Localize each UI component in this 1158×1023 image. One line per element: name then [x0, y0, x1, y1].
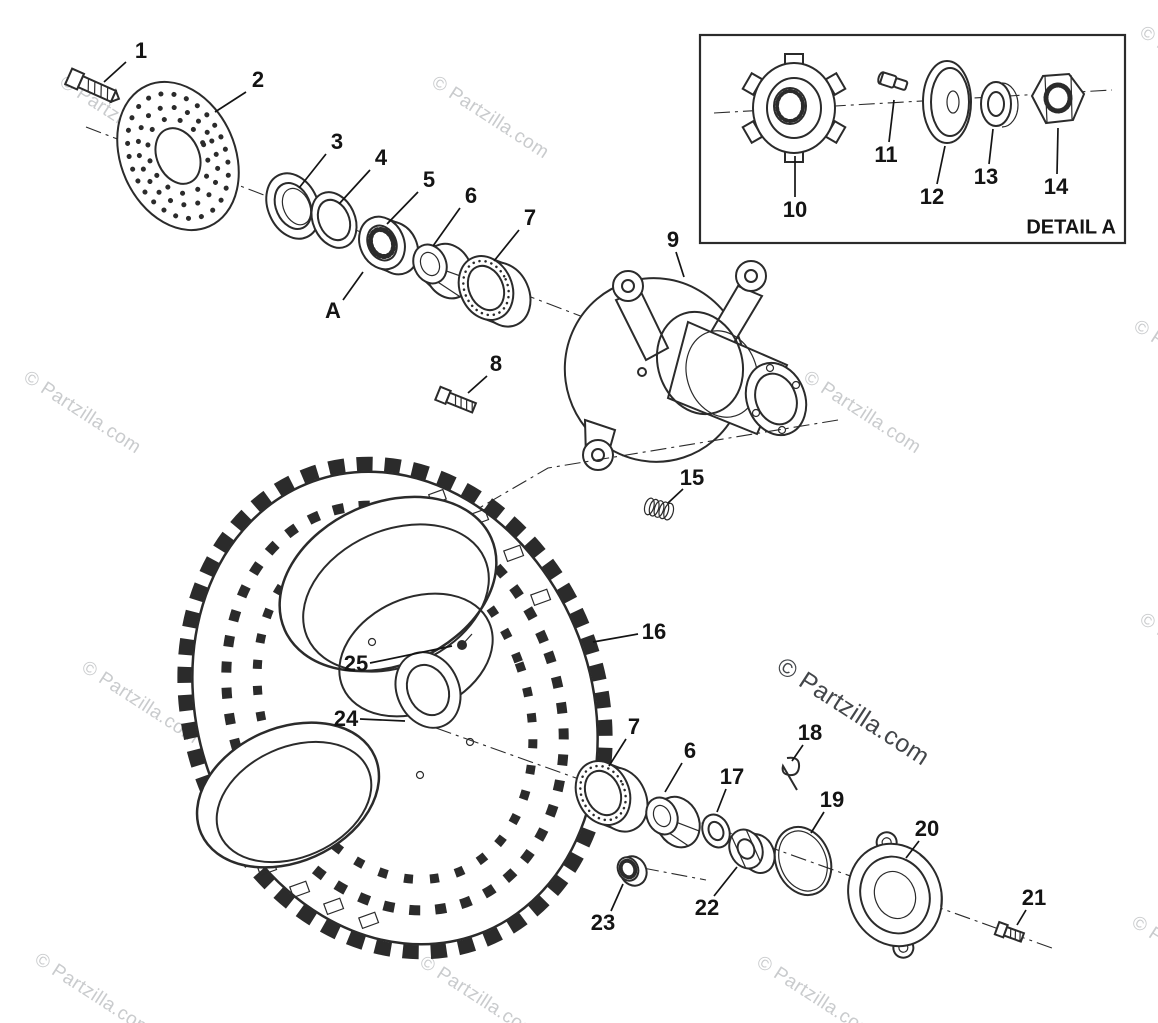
hub-lock-10: [741, 53, 847, 163]
washer-4: [310, 191, 358, 249]
callout-label-15-15: 15: [679, 465, 705, 490]
leader-line-7: [493, 229, 520, 262]
spacer-7-lower: [574, 760, 649, 833]
detail-a-label: DETAIL A: [1026, 216, 1116, 239]
hub-carrier-9: [563, 260, 808, 471]
leader-line-16: [592, 633, 639, 643]
bearing-6: [412, 242, 474, 300]
callout-label-4-3: 4: [374, 145, 388, 170]
leader-lines: [103, 61, 1059, 926]
hub-cap-20: [847, 831, 943, 959]
valve-stem-25: [457, 633, 473, 650]
callout-label-16-16: 16: [641, 619, 667, 644]
callout-label-11-11: 11: [874, 142, 898, 167]
callout-label-3-2: 3: [330, 129, 344, 154]
callout-label-2-1: 2: [251, 67, 265, 92]
wheel-rim-24: [195, 495, 498, 869]
callout-label-18-22: 18: [797, 720, 823, 745]
nut-22: [728, 828, 776, 874]
callout-label-6-20: 6: [683, 738, 697, 763]
leader-line-21: [1016, 909, 1027, 926]
callout-label-1-0: 1: [134, 38, 148, 63]
leader-line-15: [667, 488, 684, 504]
washer-17: [701, 813, 731, 849]
leader-line-6: [432, 207, 461, 247]
leader-line-11: [888, 99, 895, 143]
callout-label-7-19: 7: [627, 714, 641, 739]
callout-label-23-27: 23: [590, 910, 616, 935]
nut-23: [616, 855, 648, 887]
callout-label-5-4: 5: [422, 167, 436, 192]
callout-label-A-7: A: [325, 298, 341, 323]
leader-line-18: [791, 744, 804, 762]
callout-label-13-13: 13: [973, 164, 999, 189]
bearing-6-lower: [645, 795, 701, 849]
callout-label-9-9: 9: [666, 227, 680, 252]
leader-line-9: [675, 251, 685, 278]
leader-line-12: [936, 145, 946, 185]
leader-line-4: [338, 169, 371, 205]
bolt-8: [433, 385, 478, 414]
leader-line-25: [369, 645, 453, 664]
leader-line-6: [664, 762, 683, 793]
o-ring-19: [773, 826, 833, 896]
leader-line-5: [386, 191, 419, 225]
seal-13: [980, 81, 1019, 128]
leader-line-13: [988, 128, 994, 165]
hex-nut-14: [1030, 72, 1086, 125]
callout-label-10-10: 10: [782, 197, 808, 222]
leader-line-24: [359, 718, 406, 722]
tire-knobs: [177, 456, 613, 960]
callout-label-21-25: 21: [1021, 885, 1047, 910]
leader-line-8: [467, 375, 488, 394]
brake-disc-2: [116, 80, 240, 232]
callout-label-20-24: 20: [914, 816, 940, 841]
pin-11: [877, 71, 909, 91]
seal-3: [265, 172, 321, 240]
leader-line-1: [103, 61, 127, 83]
callout-label-6-5: 6: [464, 183, 478, 208]
leader-line-7: [608, 738, 627, 767]
leader-line-3: [298, 153, 327, 189]
spacer-7-upper: [457, 255, 532, 328]
leader-line-22: [713, 866, 738, 897]
callout-label-25-17: 25: [343, 651, 369, 676]
detail-inset: [698, 33, 1127, 245]
nut-23-centerline: [642, 867, 707, 881]
spring-15: [643, 497, 675, 521]
callout-label-12-12: 12: [919, 184, 945, 209]
bolt-1: [63, 67, 121, 104]
callout-label-22-26: 22: [694, 895, 720, 920]
cotter-pin-18: [781, 756, 801, 791]
leader-line-23: [610, 883, 624, 912]
callout-label-17-21: 17: [719, 764, 745, 789]
leader-line-20: [905, 840, 920, 859]
leader-line-A: [342, 271, 364, 301]
leader-line-2: [214, 91, 247, 113]
cup-washer-12: [922, 60, 972, 144]
callout-label-19-23: 19: [819, 787, 845, 812]
callout-label-8-8: 8: [489, 351, 503, 376]
callout-label-24-18: 24: [333, 706, 359, 731]
callout-label-7-6: 7: [523, 205, 537, 230]
leader-line-17: [716, 788, 727, 813]
screw-21: [993, 920, 1026, 943]
leader-line-19: [810, 811, 825, 834]
splined-coupler-5: [358, 215, 420, 276]
leader-line-14: [1056, 127, 1059, 175]
callout-label-14-14: 14: [1043, 174, 1069, 199]
